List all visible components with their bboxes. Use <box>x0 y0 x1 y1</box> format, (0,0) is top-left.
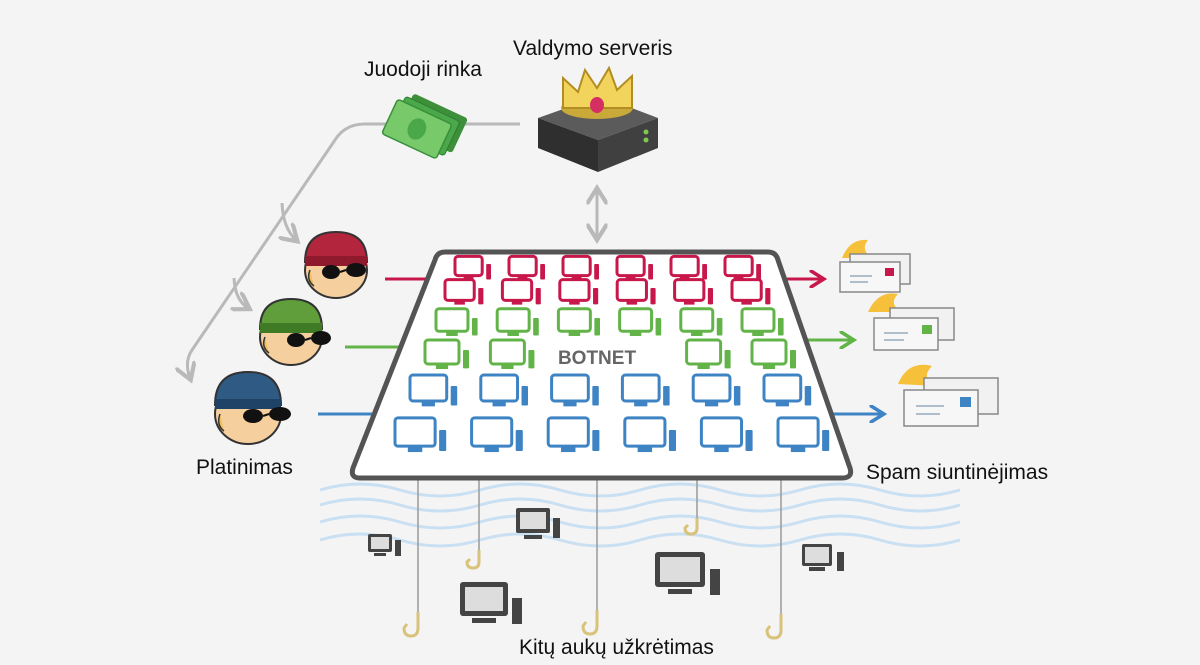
botnet-pc-icon <box>673 278 713 305</box>
botnet-grid: BOTNET <box>349 249 854 481</box>
botnet-pc-icon <box>546 416 600 453</box>
victim-computers <box>368 508 844 624</box>
computer-icon <box>368 534 401 556</box>
spam-sending-label: Spam siuntinėjimas <box>866 461 1049 484</box>
banknotes-icon <box>381 94 468 159</box>
botnet-pc-icon <box>488 338 535 369</box>
botnet-pc-icon <box>620 373 670 407</box>
botnet-pc-icon <box>495 307 539 336</box>
botnet-pc-icon <box>423 338 469 369</box>
botnet-pc-icon <box>507 254 545 280</box>
botnet-pc-icon <box>408 373 458 407</box>
botnet-pc-icon <box>776 416 830 453</box>
botnet-pc-icon <box>762 373 812 407</box>
botnet-pc-icon <box>740 307 784 336</box>
botnet-pc-icon <box>615 254 653 280</box>
botnet-pc-icon <box>453 254 491 280</box>
hacker-green <box>258 297 331 366</box>
botnet-pc-icon <box>558 278 599 305</box>
botnet-pc-icon <box>500 278 541 305</box>
botnet-pc-icon <box>393 416 447 453</box>
envelope-stack-red <box>839 239 911 293</box>
water-waves <box>319 482 961 548</box>
envelope-stack-green <box>868 293 955 351</box>
botnet-pc-icon <box>679 307 723 336</box>
computer-icon <box>516 508 560 539</box>
botnet-pc-icon <box>618 307 662 336</box>
botnet-pc-icon <box>556 307 600 336</box>
botnet-pc-icon <box>691 373 741 407</box>
infection-label: Kitų aukų užkrėtimas <box>519 636 714 659</box>
botnet-pc-icon <box>730 278 771 305</box>
botnet-label: BOTNET <box>558 348 637 369</box>
fishing-lines <box>417 476 782 616</box>
botnet-pc-icon <box>669 254 707 280</box>
botnet-pc-icon <box>443 278 484 305</box>
distribution-label: Platinimas <box>196 456 293 479</box>
botnet-pc-icon <box>615 278 656 305</box>
botnet-pc-icon <box>699 416 753 453</box>
botnet-pc-icon <box>750 338 796 369</box>
botnet-pc-icon <box>470 416 523 453</box>
fishing-hook-icon <box>402 518 783 640</box>
hacker-blue <box>213 370 291 445</box>
server-with-crown-icon <box>538 65 658 172</box>
distribution-arrows <box>187 122 597 378</box>
control-server-label: Valdymo serveris <box>513 37 673 60</box>
botnet-pc-icon <box>550 373 599 407</box>
botnet-pc-icon <box>561 254 599 280</box>
botnet-pc-icon <box>623 416 676 453</box>
computer-icon <box>655 552 720 595</box>
computer-icon <box>802 544 844 571</box>
black-market-label: Juodoji rinka <box>364 58 482 81</box>
botnet-pc-icon <box>685 338 731 369</box>
botnet-pc-icon <box>723 254 761 280</box>
botnet-computers <box>393 254 830 453</box>
botnet-pc-icon <box>479 373 528 407</box>
computer-icon <box>460 582 522 624</box>
hacker-red <box>303 230 369 299</box>
burning-envelope-icon <box>839 239 999 427</box>
envelope-stack-blue <box>898 364 999 427</box>
botnet-pc-icon <box>434 307 478 336</box>
hacker-face-icon <box>213 230 369 445</box>
